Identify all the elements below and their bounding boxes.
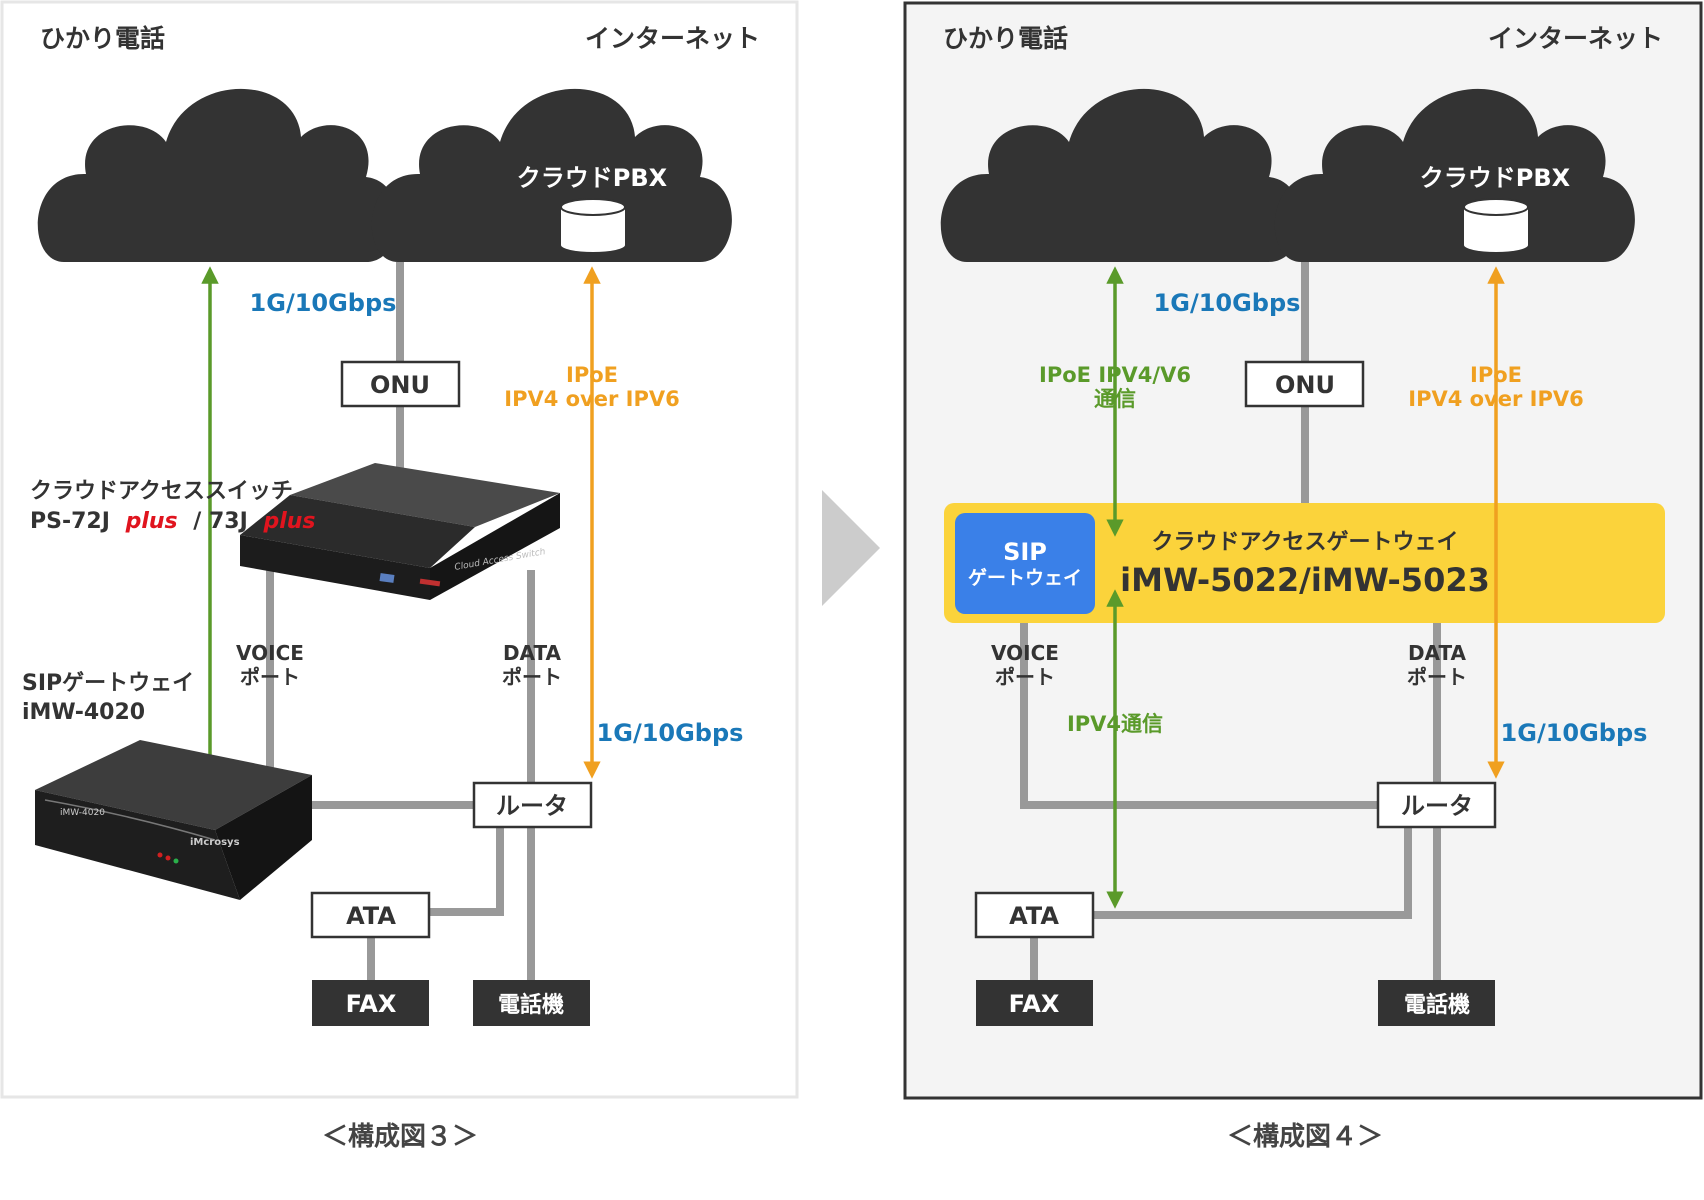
switch-plus-1: plus: [125, 509, 178, 534]
sip-gateway-block: SIP ゲートウェイ: [955, 513, 1095, 614]
connection-lines-right: [1020, 262, 1441, 980]
label-internet-right: インターネット: [1488, 24, 1663, 53]
fax-box-left: FAX: [312, 980, 429, 1026]
green-label-right-2: 通信: [1094, 387, 1136, 411]
imw-label-text: iMW-4020: [60, 808, 105, 818]
speed-bottom-left: 1G/10Gbps: [597, 719, 744, 747]
onu-label: ONU: [1275, 371, 1335, 399]
right-panel: ひかり電話 インターネット クラウドPBX SIP ゲートウェイ クラウドアクセ…: [903, 1, 1703, 1152]
phone-label: 電話機: [498, 992, 564, 1018]
green-label-right-1: IPoE IPV4/V6: [1039, 363, 1191, 387]
sip-model-left: iMW-4020: [22, 700, 145, 725]
fax-box-right: FAX: [976, 980, 1093, 1026]
speed-top-left: 1G/10Gbps: [250, 289, 397, 317]
ipoe-label-right-2: IPV4 over IPV6: [1408, 387, 1583, 411]
caption-right: ＜構成図４＞: [1227, 1122, 1383, 1152]
ata-label: ATA: [1009, 902, 1059, 930]
ipoe-label-right-1: IPoE: [1470, 363, 1522, 387]
router-label: ルータ: [1401, 792, 1473, 820]
database-icon: [560, 198, 626, 252]
switch-model-a: PS-72J: [30, 509, 110, 534]
caption-left: ＜構成図３＞: [322, 1122, 478, 1152]
pbx-label-left: クラウドPBX: [517, 164, 668, 192]
switch-title-left: クラウドアクセススイッチ: [30, 479, 293, 504]
onu-label: ONU: [370, 371, 430, 399]
sip-gateway-image: iMW-4020 iMcrosys: [35, 740, 312, 900]
switch-plus-2: plus: [262, 509, 315, 534]
voice-port-right-1: VOICE: [991, 641, 1059, 665]
fax-label: FAX: [1009, 990, 1060, 1018]
imw-brand-text: iMcrosys: [190, 837, 240, 848]
onu-box-left: ONU: [340, 360, 461, 408]
data-port-right-2: ポート: [1407, 665, 1467, 689]
phone-label: 電話機: [1404, 992, 1470, 1018]
switch-model-left: PS-72J plus / 73J plus: [30, 509, 316, 534]
gateway-band: [944, 503, 1665, 623]
onu-box-right: ONU: [1244, 360, 1365, 408]
data-port-left-1: DATA: [503, 641, 562, 665]
gateway-title: クラウドアクセスゲートウェイ: [1152, 530, 1459, 555]
gateway-model: iMW-5022/iMW-5023: [1120, 561, 1490, 599]
router-box-left: ルータ: [472, 781, 593, 829]
pbx-label-right: クラウドPBX: [1420, 164, 1571, 192]
database-icon: [1463, 198, 1529, 252]
label-hikari-left: ひかり電話: [40, 24, 165, 53]
speed-top-right: 1G/10Gbps: [1154, 289, 1301, 317]
router-box-right: ルータ: [1376, 781, 1497, 829]
sip-title-left: SIPゲートウェイ: [22, 671, 194, 696]
ipoe-label-left-1: IPoE: [566, 363, 618, 387]
ipv4-label-right: IPV4通信: [1067, 712, 1163, 736]
label-internet-left: インターネット: [585, 24, 760, 53]
left-panel: ひかり電話 インターネット クラウドPBX ONU ルータ: [0, 0, 800, 1152]
voice-port-right-2: ポート: [995, 665, 1055, 689]
fax-label: FAX: [346, 990, 397, 1018]
ata-box-left: ATA: [310, 891, 431, 939]
ata-label: ATA: [346, 902, 396, 930]
connection-lines-left: [266, 262, 535, 980]
sip-block-line2: ゲートウェイ: [968, 567, 1082, 589]
ata-box-right: ATA: [974, 891, 1095, 939]
voice-port-left-2: ポート: [240, 665, 300, 689]
phone-box-left: 電話機: [473, 980, 590, 1026]
data-port-left-2: ポート: [502, 665, 562, 689]
sip-block-line1: SIP: [1003, 538, 1047, 566]
label-hikari-right: ひかり電話: [943, 24, 1068, 53]
voice-port-left-1: VOICE: [236, 641, 304, 665]
router-label: ルータ: [496, 792, 568, 820]
switch-model-sep: / 73J: [193, 509, 248, 534]
data-port-right-1: DATA: [1408, 641, 1467, 665]
speed-bottom-right: 1G/10Gbps: [1501, 719, 1648, 747]
ipoe-label-left-2: IPV4 over IPV6: [504, 387, 679, 411]
next-arrow-icon: [822, 490, 880, 606]
phone-box-right: 電話機: [1378, 980, 1495, 1026]
